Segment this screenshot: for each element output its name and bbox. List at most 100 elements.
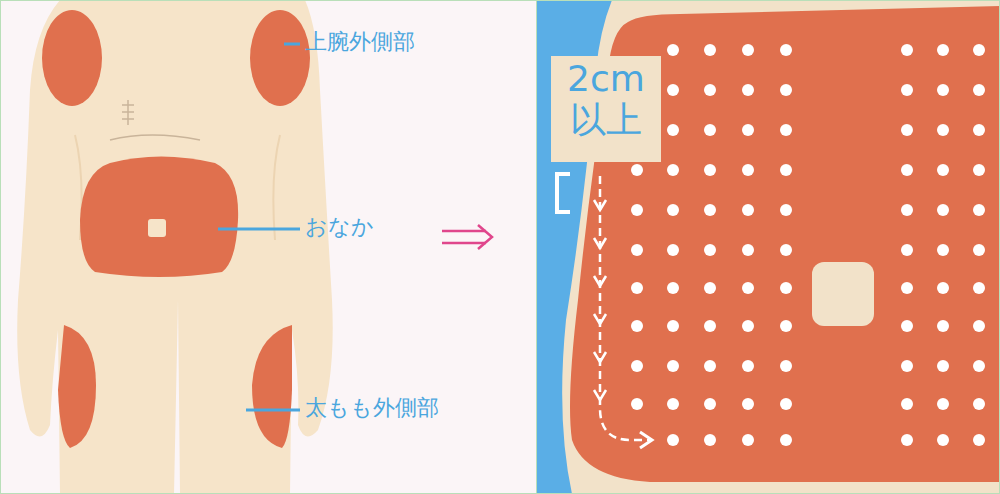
injection-dot <box>631 204 643 216</box>
injection-dot <box>973 44 985 56</box>
site-label: 太もも外側部 <box>305 395 439 420</box>
injection-dot <box>742 282 754 294</box>
injection-dot <box>704 244 716 256</box>
left-panel <box>0 0 536 494</box>
injection-dot <box>742 434 754 446</box>
upper-arm-region <box>42 10 102 106</box>
injection-dot <box>667 244 679 256</box>
injection-dot <box>937 44 949 56</box>
navel <box>812 262 874 326</box>
injection-dot <box>742 44 754 56</box>
leader-lines <box>218 44 300 410</box>
thigh-region <box>58 325 96 448</box>
label-ground <box>551 56 661 162</box>
abdomen-region <box>80 157 238 278</box>
injection-dot <box>901 282 913 294</box>
right-panel <box>537 0 1000 494</box>
injection-dot <box>973 124 985 136</box>
injection-dot <box>780 320 792 332</box>
injection-dot <box>667 282 679 294</box>
injection-dot <box>901 360 913 372</box>
injection-dot <box>704 282 716 294</box>
injection-dot <box>667 434 679 446</box>
injection-dot <box>973 84 985 96</box>
injection-dot <box>937 320 949 332</box>
injection-dot <box>901 124 913 136</box>
injection-dot <box>973 204 985 216</box>
panel-divider <box>536 0 537 494</box>
injection-dot <box>704 320 716 332</box>
injection-dot <box>901 320 913 332</box>
injection-dot <box>937 124 949 136</box>
injection-dot <box>667 44 679 56</box>
injection-dot <box>742 164 754 176</box>
leader-line <box>246 409 300 412</box>
injection-dot <box>667 204 679 216</box>
thigh-region <box>252 325 292 448</box>
injection-dot <box>667 84 679 96</box>
injection-dot <box>973 164 985 176</box>
injection-dot <box>631 164 643 176</box>
injection-dot <box>780 244 792 256</box>
injection-dot <box>704 44 716 56</box>
injection-dot <box>901 164 913 176</box>
injection-dot <box>667 320 679 332</box>
injection-dot <box>704 84 716 96</box>
dimension-label: 2cm 以上 <box>551 58 661 141</box>
injection-dot <box>937 360 949 372</box>
injection-dot <box>780 44 792 56</box>
injection-dot <box>780 124 792 136</box>
injection-dot <box>937 434 949 446</box>
injection-dot <box>780 434 792 446</box>
injection-dot <box>937 84 949 96</box>
injection-dot <box>901 244 913 256</box>
injection-dot <box>937 244 949 256</box>
injection-dot <box>742 360 754 372</box>
injection-dot <box>742 244 754 256</box>
injection-dot <box>631 320 643 332</box>
injection-dot <box>704 204 716 216</box>
injection-dot <box>742 320 754 332</box>
injection-dot <box>667 164 679 176</box>
injection-dot <box>780 398 792 410</box>
site-label: 上腕外側部 <box>305 29 415 54</box>
injection-dot <box>973 320 985 332</box>
injection-dot <box>937 398 949 410</box>
upper-arm-region <box>250 10 310 106</box>
injection-dot <box>780 84 792 96</box>
injection-dot <box>937 204 949 216</box>
injection-dot <box>742 124 754 136</box>
site-label: おなか <box>305 214 374 239</box>
injection-dot <box>704 360 716 372</box>
injection-dot <box>780 164 792 176</box>
navel <box>148 219 166 237</box>
injection-dot <box>973 434 985 446</box>
body-silhouette <box>17 0 333 494</box>
body-figure <box>17 0 333 494</box>
body-detail <box>110 100 200 140</box>
injection-dot <box>901 204 913 216</box>
injection-dot <box>780 360 792 372</box>
injection-dot <box>973 360 985 372</box>
injection-dot <box>631 244 643 256</box>
leader-line <box>218 228 300 231</box>
injection-dot <box>742 204 754 216</box>
injection-points <box>631 44 985 446</box>
rotation-arrow <box>594 176 652 448</box>
injection-dot <box>901 398 913 410</box>
injection-dot <box>704 398 716 410</box>
injection-dot <box>704 124 716 136</box>
injection-dot <box>704 164 716 176</box>
injection-dot <box>631 282 643 294</box>
injection-dot <box>742 398 754 410</box>
injection-dot <box>901 434 913 446</box>
injection-dot <box>780 282 792 294</box>
injection-dot <box>973 282 985 294</box>
injection-dot <box>901 44 913 56</box>
dimension-bracket <box>557 174 570 212</box>
injection-dot <box>631 398 643 410</box>
injection-dot <box>704 434 716 446</box>
